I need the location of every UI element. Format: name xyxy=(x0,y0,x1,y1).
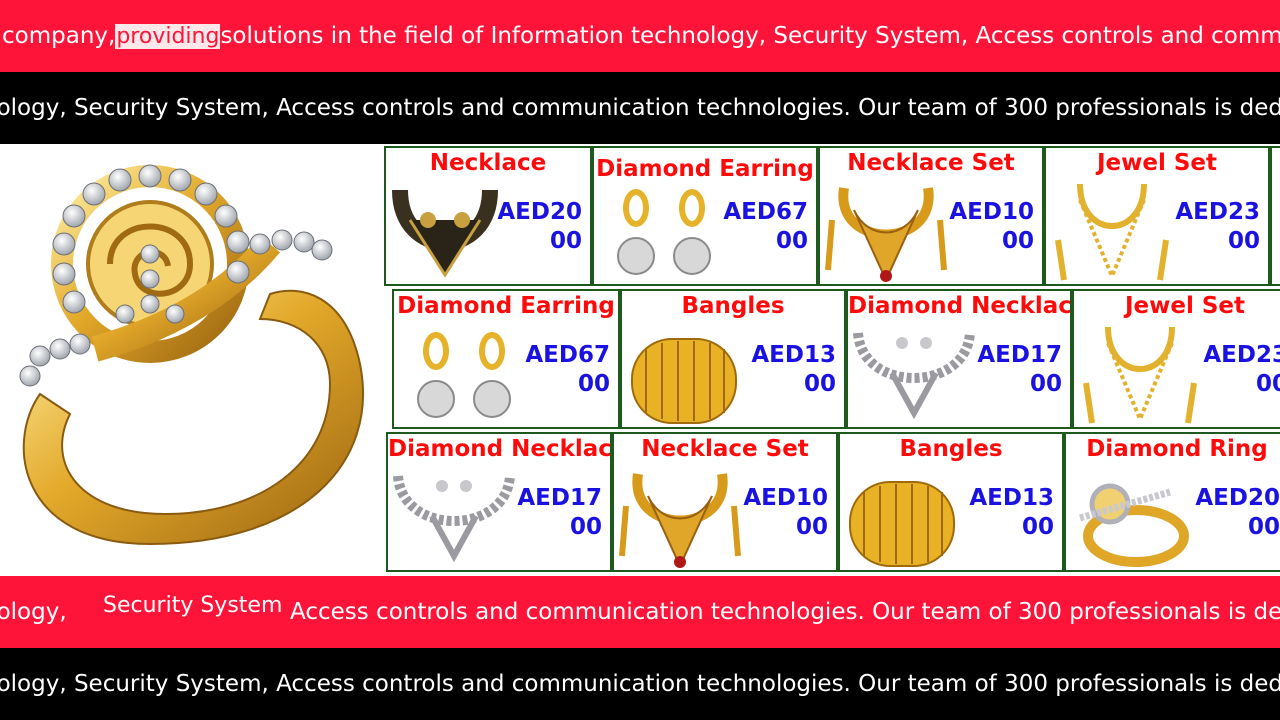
product-price: AED1000 xyxy=(949,199,1034,254)
product-tile[interactable]: Necklace Set AED1000 xyxy=(818,146,1044,286)
product-tile-partial[interactable] xyxy=(1270,146,1280,286)
gold-necklace-set-icon xyxy=(825,187,947,283)
bangles-icon xyxy=(631,338,737,424)
product-name: Necklace Set xyxy=(847,150,1015,176)
ticker-text: company,providingsolutions in the field … xyxy=(2,0,1280,72)
product-price: AED2000 xyxy=(497,199,582,254)
product-price: AED1700 xyxy=(517,485,602,540)
product-name: Diamond Earring xyxy=(397,293,615,319)
product-tile[interactable]: Necklace AED2000 xyxy=(384,146,592,286)
product-name: Diamond Ring xyxy=(1086,436,1268,462)
product-tile[interactable]: Diamond Necklace AED1700 xyxy=(386,432,612,572)
product-name: Jewel Set xyxy=(1096,150,1218,176)
black-necklace-icon xyxy=(392,189,498,278)
ticker-bottom-red: nology, Security System Access controls … xyxy=(0,576,1280,648)
ticker-text: Security System xyxy=(103,593,283,618)
ticker-text: nology, xyxy=(0,599,67,625)
diamond-necklace-icon xyxy=(393,475,515,563)
product-price: AED1000 xyxy=(743,485,828,540)
ticker-text: nology, Security System, Access controls… xyxy=(0,95,1280,121)
ticker-top-black: nology, Security System, Access controls… xyxy=(0,72,1280,144)
gold-necklace-set-icon xyxy=(619,473,741,569)
bangles-icon xyxy=(849,481,955,567)
product-price: AED1700 xyxy=(977,342,1062,397)
product-tile[interactable]: Diamond Necklace AED1700 xyxy=(846,289,1072,429)
ticker-text: nology, Security System, Access controls… xyxy=(0,671,1280,697)
ticker-highlight-word: providing xyxy=(115,24,221,49)
product-name: Jewel Set xyxy=(1124,293,1246,319)
diamond-necklace-icon xyxy=(853,332,975,420)
jewel-set-icon xyxy=(1083,326,1197,425)
product-price: AED6700 xyxy=(723,199,808,254)
product-price: AED1300 xyxy=(751,342,836,397)
product-price: AED2000 xyxy=(1195,485,1280,540)
product-tile[interactable]: Diamond Earring AED6700 xyxy=(392,289,620,429)
product-tile[interactable]: Bangles AED1300 xyxy=(838,432,1064,572)
hero-ring-image[interactable] xyxy=(0,144,384,576)
product-name: Necklace xyxy=(429,150,547,176)
ticker-top-red: company,providingsolutions in the field … xyxy=(0,0,1280,72)
product-price: AED6700 xyxy=(525,342,610,397)
product-tile[interactable]: Diamond Ring AED2000 xyxy=(1064,432,1280,572)
product-name: Diamond Necklace xyxy=(388,436,612,462)
product-grid: Necklace AED2000 Diamond Earring AED6700… xyxy=(384,144,1280,576)
product-price: AED1300 xyxy=(969,485,1054,540)
diamond-ring-image xyxy=(19,164,365,546)
product-price: AED2300 xyxy=(1203,342,1280,397)
product-name: Diamond Earring xyxy=(596,156,814,182)
product-tile[interactable]: Necklace Set AED1000 xyxy=(612,432,838,572)
product-name: Bangles xyxy=(899,436,1003,462)
ticker-text-start: company, xyxy=(2,23,116,49)
earrings-icon xyxy=(417,332,511,418)
ticker-text-end: solutions in the field of Information te… xyxy=(220,23,1280,49)
jewel-set-icon xyxy=(1055,183,1169,282)
ticker-bottom-black: nology, Security System, Access controls… xyxy=(0,648,1280,720)
product-name: Diamond Necklace xyxy=(848,293,1072,319)
product-tile[interactable]: Diamond Earring AED6700 xyxy=(592,146,818,286)
product-name: Bangles xyxy=(681,293,785,319)
ticker-text: Access controls and communication techno… xyxy=(290,599,1280,625)
diamond-ring-icon xyxy=(1079,483,1189,567)
earrings-icon xyxy=(617,189,711,275)
product-tile[interactable]: Jewel Set AED2300 xyxy=(1044,146,1270,286)
product-name: Necklace Set xyxy=(641,436,809,462)
product-tile[interactable]: Bangles AED1300 xyxy=(620,289,846,429)
product-tile[interactable]: Jewel Set AED2300 xyxy=(1072,289,1280,429)
product-price: AED2300 xyxy=(1175,199,1260,254)
